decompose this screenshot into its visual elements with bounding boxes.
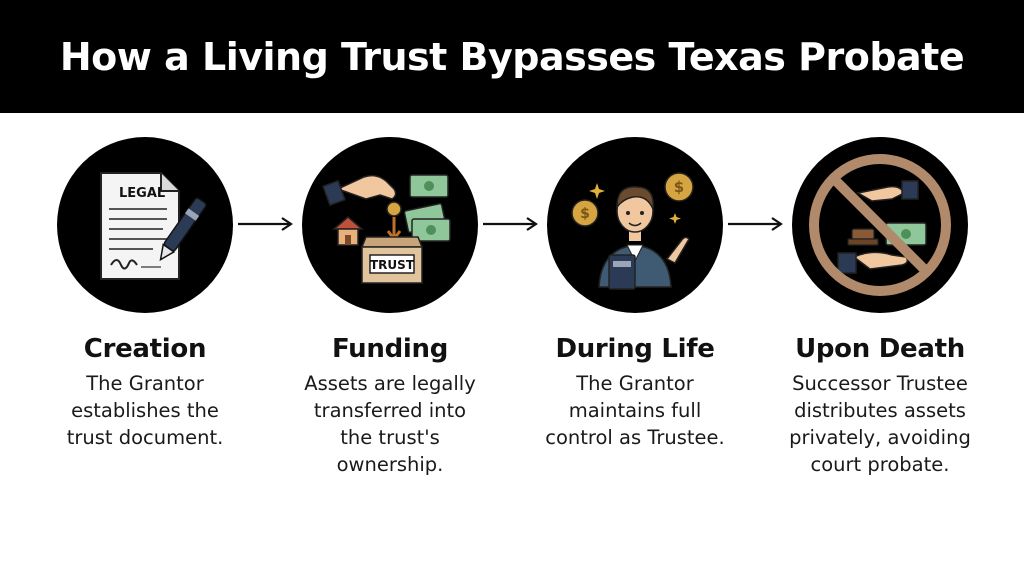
svg-text:$: $ [580, 206, 590, 222]
flow-arrow [238, 217, 293, 231]
flow-arrow [483, 217, 538, 231]
no-probate-icon [809, 154, 951, 296]
grantor-control-icon: $ $ [571, 172, 694, 290]
legal-label: LEGAL [119, 186, 165, 201]
step-funding: TRUST Funding Assets are legally transfe… [275, 137, 505, 478]
step-heading: Upon Death [795, 334, 965, 364]
title-banner: How a Living Trust Bypasses Texas Probat… [0, 0, 1024, 113]
step-heading: During Life [555, 334, 715, 364]
trust-funding-icon: TRUST [322, 174, 451, 284]
step-upon-death: Upon Death Successor Trustee distributes… [765, 137, 995, 478]
legal-document-icon: LEGAL [100, 172, 207, 280]
step-description: The Grantor establishes the trust docume… [66, 372, 224, 449]
step-during-life: $ $ During Life The Grantor maintains fu [520, 137, 750, 451]
step-heading: Funding [331, 334, 449, 364]
trust-label: TRUST [370, 258, 415, 272]
step-creation: LEGAL Creation The Grantor establishes t… [30, 137, 260, 451]
step-icon-circle: TRUST [302, 137, 478, 313]
step-heading: Creation [83, 334, 207, 364]
step-icon-circle [792, 137, 968, 313]
svg-text:$: $ [674, 178, 684, 196]
step-description: Assets are legally transferred into the … [304, 372, 476, 476]
page-title: How a Living Trust Bypasses Texas Probat… [59, 34, 965, 79]
step-icon-circle: $ $ [547, 137, 723, 313]
step-icon-circle: LEGAL [57, 137, 233, 313]
flow-arrow [728, 217, 783, 231]
step-description: The Grantor maintains full control as Tr… [545, 372, 725, 449]
step-description: Successor Trustee distributes assets pri… [789, 372, 971, 476]
